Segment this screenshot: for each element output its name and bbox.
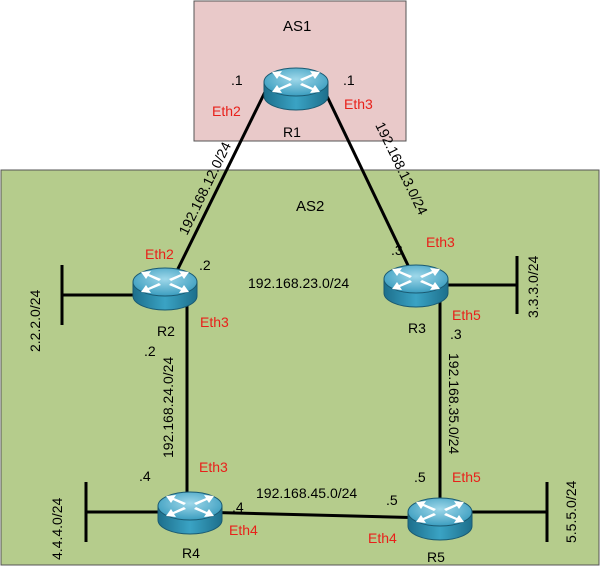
- lan-5-label: 5.5.5.0/24: [563, 481, 579, 543]
- r1-left-host: .1: [231, 72, 243, 88]
- link-r1-r2: [168, 91, 267, 286]
- link-r1-r3: [323, 91, 417, 281]
- router-r5-name: R5: [427, 549, 445, 565]
- router-r1-icon[interactable]: [263, 67, 329, 111]
- lan-2-label: 2.2.2.0/24: [27, 290, 43, 352]
- r1-eth2-label: Eth2: [212, 103, 241, 119]
- subnet-45-label: 192.168.45.0/24: [256, 485, 357, 501]
- subnet-24-label: 192.168.24.0/24: [160, 357, 176, 458]
- lan-3-label: 3.3.3.0/24: [525, 256, 541, 318]
- router-r2-name: R2: [157, 323, 175, 339]
- subnet-35-label: 192.168.35.0/24: [446, 353, 462, 454]
- r4-right-host: .4: [232, 499, 244, 515]
- router-r5-icon[interactable]: [407, 497, 473, 541]
- r2-bottom-host: .2: [144, 343, 156, 359]
- router-r4-name: R4: [182, 545, 200, 561]
- r5-eth4-label: Eth4: [368, 530, 397, 546]
- subnet-23-label: 192.168.23.0/24: [248, 275, 349, 291]
- link-r4-r5: [194, 510, 431, 520]
- r5-top-host: .5: [414, 469, 426, 485]
- router-r4-icon[interactable]: [157, 491, 223, 535]
- r3-eth3-label: Eth3: [426, 234, 455, 250]
- router-r2-icon[interactable]: [132, 267, 198, 311]
- r1-right-host: .1: [343, 72, 355, 88]
- router-r3-name: R3: [408, 320, 426, 336]
- r2-eth3-label: Eth3: [200, 314, 229, 330]
- as2-area: [0, 169, 600, 566]
- r3-bottom-host: .3: [450, 326, 462, 342]
- r2-eth2-label: Eth2: [145, 246, 174, 262]
- r4-eth3-label: Eth3: [199, 459, 228, 475]
- router-r1-name: R1: [283, 124, 301, 140]
- router-r3-icon[interactable]: [383, 264, 449, 308]
- r4-eth4-label: Eth4: [229, 522, 258, 538]
- r2-top-host: .2: [199, 257, 211, 273]
- lan-4-label: 4.4.4.0/24: [49, 498, 65, 560]
- r3-eth5-label: Eth5: [452, 307, 481, 323]
- r4-top-host: .4: [139, 468, 151, 484]
- as2-label: AS2: [296, 198, 324, 215]
- as1-label: AS1: [283, 18, 311, 35]
- r3-top-host: .3: [391, 242, 403, 258]
- r1-eth3-label: Eth3: [344, 96, 373, 112]
- r5-left-host: .5: [386, 492, 398, 508]
- r5-eth5-label: Eth5: [452, 469, 481, 485]
